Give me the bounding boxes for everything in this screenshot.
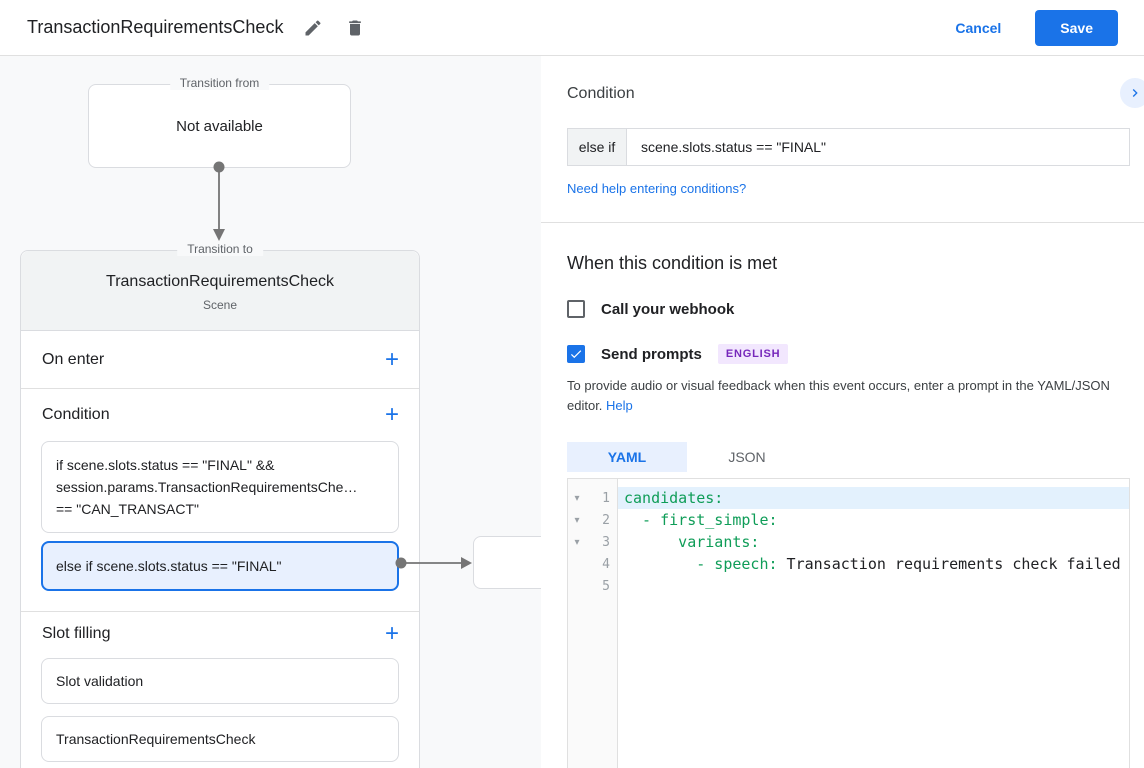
code-line[interactable] — [618, 575, 1129, 597]
code-line[interactable]: - speech: Transaction requirements check… — [618, 553, 1129, 575]
send-prompts-checkbox[interactable] — [567, 345, 585, 363]
condition-met-title: When this condition is met — [567, 253, 778, 273]
scene-card-header[interactable]: TransactionRequirementsCheck Scene — [21, 251, 419, 331]
condition-met-section: When this condition is met Call your web… — [541, 223, 1144, 768]
condition-if-line2: session.params.TransactionRequirementsCh… — [56, 479, 358, 495]
on-enter-section: On enter + — [21, 331, 419, 389]
yaml-key: - first_simple: — [624, 511, 778, 530]
add-on-enter-button[interactable]: + — [384, 345, 399, 373]
delete-scene-button[interactable] — [343, 16, 367, 40]
prompts-description-text: To provide audio or visual feedback when… — [567, 378, 1110, 414]
slot-filling-section-header: Slot filling + — [21, 622, 419, 646]
yaml-key: candidates: — [624, 489, 724, 508]
panel-title: Condition — [567, 85, 635, 102]
transition-from-legend: Transition from — [169, 76, 270, 90]
collapse-panel-button[interactable] — [1120, 78, 1144, 108]
condition-help-row: Need help entering conditions? — [567, 180, 1130, 198]
webhook-label: Call your webhook — [601, 300, 735, 318]
gutter-row: ▾ 1 — [568, 487, 617, 509]
line-number: 2 — [602, 512, 610, 528]
line-number: 1 — [602, 490, 610, 506]
trash-icon — [349, 20, 362, 35]
add-condition-button[interactable]: + — [384, 401, 399, 428]
add-slot-button[interactable]: + — [384, 620, 399, 647]
condition-section: Condition + if scene.slots.status == "FI… — [21, 389, 419, 612]
tab-json[interactable]: JSON — [728, 449, 766, 466]
slot-validation-item[interactable]: Slot validation — [41, 658, 399, 704]
flow-canvas: Transition from Not available Transition… — [0, 56, 541, 768]
condition-input-row: else if — [567, 128, 1130, 166]
code-line[interactable]: variants: — [618, 531, 1129, 553]
scene-subtitle: Scene — [202, 298, 238, 312]
topbar-title-group: TransactionRequirementsCheck — [27, 16, 367, 40]
condition-if-line3: == "CAN_TRANSACT" — [56, 501, 199, 517]
editor-gutter: ▾ 1 ▾ 2 ▾ 3 4 — [568, 479, 618, 768]
save-button[interactable]: Save — [1035, 9, 1118, 46]
language-badge: ENGLISH — [717, 344, 789, 364]
send-prompts-checkbox-row[interactable]: Send prompts ENGLISH — [567, 344, 789, 364]
slot-transaction-requirements-item[interactable]: TransactionRequirementsCheck — [41, 716, 399, 762]
slot-transaction-requirements-label: TransactionRequirementsCheck — [56, 731, 256, 747]
send-prompts-label: Send prompts — [601, 345, 702, 363]
condition-label: Condition — [42, 406, 110, 423]
transition-from-value: Not available — [176, 117, 263, 135]
line-number: 5 — [602, 578, 610, 594]
transition-target-box[interactable] — [473, 536, 541, 589]
fold-arrow-icon[interactable]: ▾ — [574, 514, 580, 526]
condition-editor-section: Condition else if Need help entering con… — [541, 56, 1144, 223]
webhook-checkbox[interactable] — [567, 300, 585, 318]
yaml-value: Transaction requirements check failed — [777, 555, 1121, 574]
gutter-row: ▾ 3 — [568, 531, 617, 553]
chevron-right-icon — [1132, 89, 1138, 97]
line-number: 3 — [602, 534, 610, 550]
condition-help-link[interactable]: Need help entering conditions? — [567, 181, 747, 196]
condition-if-line1: if scene.slots.status == "FINAL" && — [56, 457, 275, 473]
topbar-actions: Cancel Save — [955, 9, 1118, 46]
condition-prefix: else if — [567, 128, 627, 166]
edit-scene-button[interactable] — [301, 16, 325, 40]
editor-code-area[interactable]: candidates: - first_simple: variants: - … — [618, 479, 1129, 768]
page-title: TransactionRequirementsCheck — [27, 17, 284, 37]
yaml-key: - speech: — [624, 555, 778, 574]
cancel-button[interactable]: Cancel — [955, 19, 1002, 36]
condition-detail-panel: Condition else if Need help entering con… — [541, 56, 1144, 768]
flow-connector-right-icon — [395, 557, 472, 569]
scene-card: Transition to TransactionRequirementsChe… — [20, 242, 420, 768]
fold-arrow-icon[interactable]: ▾ — [574, 492, 580, 504]
condition-item-else-if-selected[interactable]: else if scene.slots.status == "FINAL" — [41, 541, 399, 591]
help-link[interactable]: Help — [606, 398, 633, 414]
slot-filling-label: Slot filling — [42, 625, 111, 642]
webhook-checkbox-row[interactable]: Call your webhook — [567, 300, 734, 318]
condition-item-if[interactable]: if scene.slots.status == "FINAL" && sess… — [41, 441, 399, 533]
slot-validation-label: Slot validation — [56, 673, 144, 689]
prompts-description: To provide audio or visual feedback when… — [567, 376, 1130, 416]
fold-arrow-icon[interactable]: ▾ — [574, 536, 580, 548]
checkmark-icon — [570, 350, 582, 359]
yaml-editor[interactable]: ▾ 1 ▾ 2 ▾ 3 4 — [567, 478, 1130, 768]
condition-input[interactable] — [627, 128, 1130, 166]
condition-else-if-text: else if scene.slots.status == "FINAL" — [56, 558, 282, 574]
gutter-row: 5 — [568, 575, 617, 597]
code-line[interactable]: - first_simple: — [618, 509, 1129, 531]
main-content: Transition from Not available Transition… — [0, 56, 1144, 768]
gutter-row: ▾ 2 — [568, 509, 617, 531]
slot-filling-section: Slot filling + Slot validation Transacti… — [21, 612, 419, 762]
scene-title: TransactionRequirementsCheck — [106, 273, 334, 290]
condition-section-header: Condition + — [21, 403, 419, 427]
tab-yaml[interactable]: YAML — [567, 442, 687, 473]
yaml-key: variants: — [624, 533, 760, 552]
transition-to-legend: Transition to — [177, 242, 263, 256]
code-line-highlighted[interactable]: candidates: — [618, 487, 1129, 510]
gutter-row: 4 — [568, 553, 617, 575]
line-number: 4 — [602, 556, 610, 572]
flow-connector-down-icon — [213, 161, 225, 241]
on-enter-label: On enter — [42, 350, 105, 368]
editor-format-tabs: YAML JSON — [567, 442, 1130, 473]
transition-from-box: Transition from Not available — [88, 76, 351, 168]
topbar: TransactionRequirementsCheck Cancel Save — [0, 0, 1144, 56]
pencil-icon — [305, 19, 321, 35]
